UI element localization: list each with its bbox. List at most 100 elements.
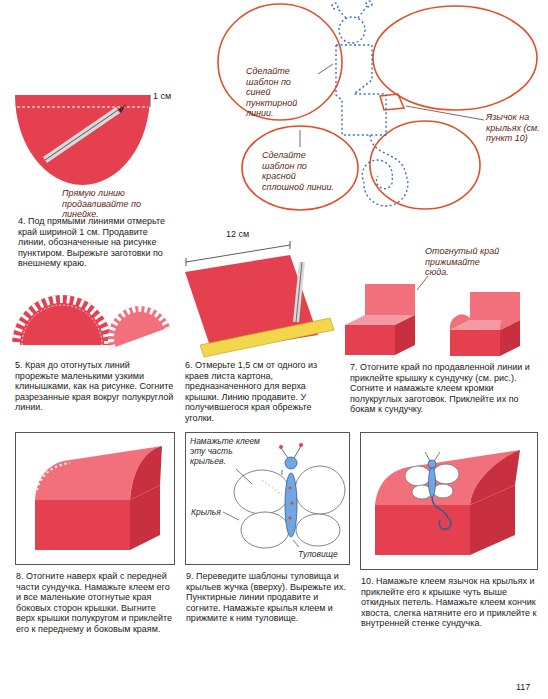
part-label: Туловище	[298, 549, 346, 559]
antenna	[434, 452, 440, 461]
page-number: 117	[516, 682, 542, 693]
part-label: Намажьте клеем эту часть крыльев.	[190, 436, 268, 466]
chest-side	[130, 485, 160, 550]
wing	[234, 470, 290, 514]
pencil-body	[45, 110, 118, 160]
dimension-label: 1 см	[153, 91, 185, 102]
pencil-body	[296, 262, 302, 322]
antenna	[294, 446, 301, 458]
chest-side	[395, 315, 415, 355]
leader-line	[406, 106, 484, 120]
chest-front	[375, 505, 470, 555]
pencil-edge	[296, 262, 302, 322]
picture-frame: Намажьте клеем эту часть крыльев. КрыльяТ…	[185, 432, 350, 565]
part-label: Крылья	[191, 507, 231, 517]
body	[429, 467, 436, 497]
wings	[234, 466, 345, 548]
chest-front	[35, 500, 130, 550]
wing-outline	[370, 121, 480, 209]
wing-outline	[242, 126, 358, 210]
step-caption: 6. Отмерьте 1,5 см от одного из краев ли…	[185, 360, 340, 423]
wing-template	[218, 4, 537, 210]
chest	[345, 284, 415, 355]
head-outline	[339, 17, 365, 43]
body-template	[332, 1, 408, 206]
side-piece	[500, 314, 520, 330]
leader-line	[236, 469, 252, 484]
chest	[450, 292, 520, 356]
antenna	[282, 470, 283, 475]
step-caption: 4. Под прямыми линиями отмерьте край шир…	[18, 216, 168, 269]
dimension-label: 12 см	[226, 229, 266, 240]
ruler	[200, 318, 334, 357]
chest-front	[450, 330, 500, 356]
antenna	[337, 8, 346, 18]
antenna	[425, 452, 430, 461]
head	[428, 460, 436, 468]
bug	[234, 443, 345, 548]
chest-front	[345, 325, 395, 355]
notches	[37, 463, 70, 490]
note: Прямую линию продавливайте по линейке.	[62, 188, 157, 220]
chest-lid	[365, 284, 415, 315]
step-caption: 9. Переведите шаблоны туловища и крыльев…	[186, 571, 351, 624]
half-disc-blank	[15, 95, 150, 185]
step-caption: 5. Края до отогнутых линий прорежьте мал…	[15, 360, 175, 413]
antenna-tip	[366, 1, 372, 7]
chest-with-lid	[35, 446, 162, 550]
callout-note: Сделайте шаблон по синей пунктирной лини…	[246, 66, 316, 119]
pencil-tip	[118, 104, 126, 113]
spot	[288, 516, 291, 519]
leader-line	[300, 130, 301, 147]
notched-blank	[99, 297, 170, 349]
step-caption: 7. Отогните край по продавленной линии и…	[350, 362, 540, 415]
fold-line	[262, 480, 282, 495]
pencil	[45, 104, 126, 160]
chest-with-bug	[375, 450, 520, 555]
picture-frame: 8. Отогните наверх край с передней части…	[15, 432, 175, 565]
antenna	[281, 448, 288, 458]
tail-outline	[362, 135, 408, 206]
dimension-mark	[150, 95, 151, 107]
fold-line	[17, 107, 148, 108]
spot	[288, 486, 291, 489]
notches	[16, 299, 108, 345]
callout-note: Отогнутый край прижимайте сюда.	[425, 246, 505, 278]
wing-outline	[373, 6, 537, 110]
step-caption: 8. Отогните наверх край с передней части…	[16, 571, 176, 634]
wing-outline	[218, 4, 342, 120]
picture-frame: 10. Намажьте клеем язычок на крыльях и п…	[360, 432, 538, 570]
callout-note: Сделайте шаблон по красной сплошной лини…	[262, 150, 336, 192]
chest-side	[470, 485, 515, 555]
wing	[296, 514, 340, 546]
notched-blank-bent	[99, 297, 170, 349]
leader-line	[223, 512, 239, 520]
chest-lid	[35, 446, 162, 500]
wing	[433, 464, 459, 484]
leader-line	[293, 540, 299, 547]
wing	[241, 512, 289, 548]
dimension-mark	[290, 241, 291, 249]
side-piece	[450, 314, 470, 330]
leader-line	[318, 64, 333, 74]
notches	[103, 301, 167, 348]
leader-line	[417, 276, 428, 290]
tail	[432, 497, 451, 529]
step-caption: 10. Намажьте клеем язычок на крыльях и п…	[361, 576, 539, 629]
antenna-tip	[279, 445, 283, 449]
fold-line	[22, 305, 102, 345]
wing	[295, 466, 345, 514]
pencil-edge	[45, 110, 118, 160]
wing	[405, 466, 431, 486]
antenna-tip	[299, 443, 303, 447]
body	[285, 473, 297, 537]
notched-blank	[12, 295, 112, 345]
body-outline	[336, 45, 386, 135]
head	[285, 457, 297, 469]
callout-note: Язычок на крыльях (см. пункт 10)	[486, 112, 544, 144]
dimension-mark	[186, 258, 187, 266]
wing-tab	[380, 94, 404, 110]
spot	[290, 501, 293, 504]
antenna-tip	[332, 3, 338, 9]
